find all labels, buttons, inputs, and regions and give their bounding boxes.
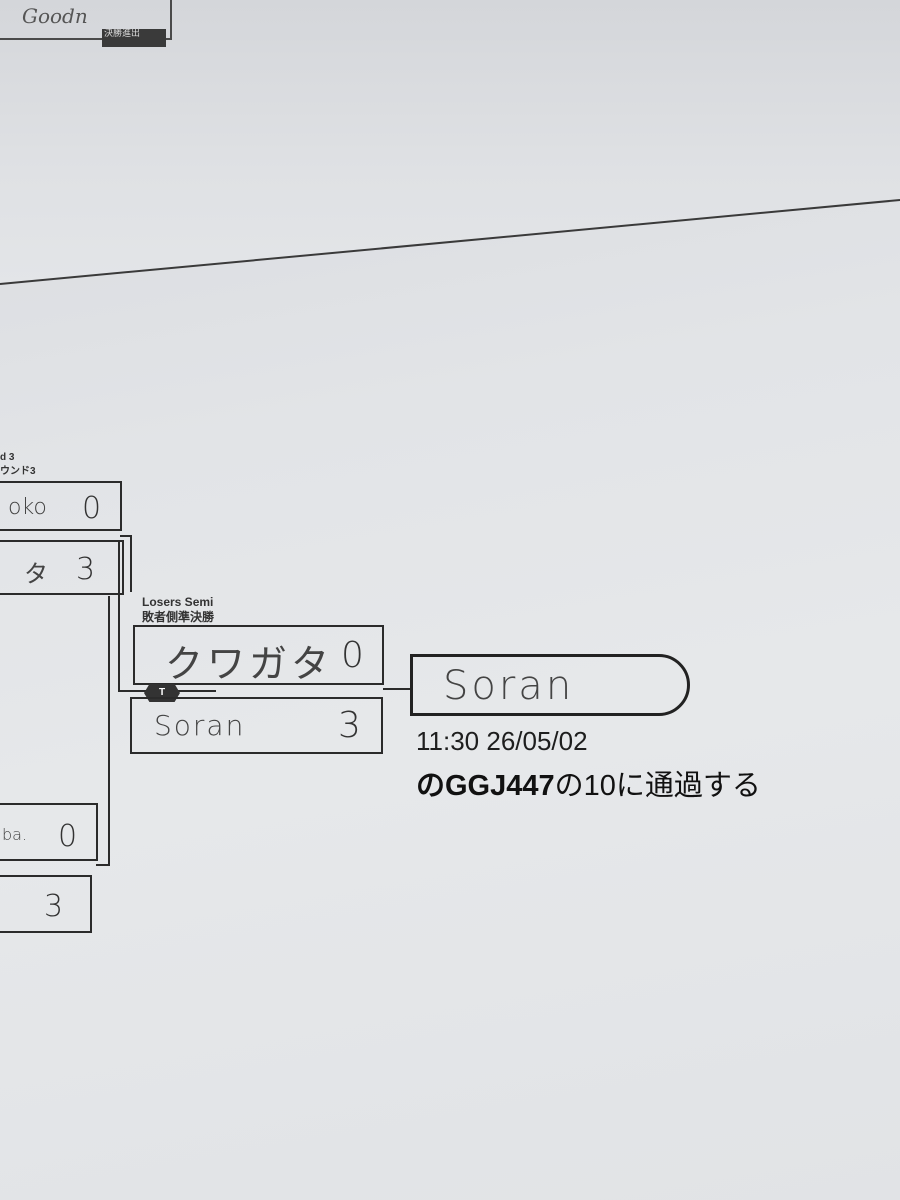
top-partial-box: Goodn bbox=[0, 0, 172, 40]
losers-semi-label-ja: 敗者側準決勝 bbox=[142, 610, 215, 624]
bracket-line bbox=[108, 596, 110, 866]
round3-match2-bottom-box: 3 bbox=[0, 875, 92, 933]
losers-semi-bottom-box: Soran 3 bbox=[130, 697, 383, 754]
losers-semi-bottom-score: 3 bbox=[338, 705, 361, 746]
losers-semi-top-box: クワガタ 0 bbox=[133, 625, 384, 686]
round3-label-en: d 3 bbox=[0, 452, 15, 463]
bracket-line bbox=[130, 535, 132, 592]
losers-semi-top-score: 0 bbox=[341, 635, 364, 676]
round3-match1-top-box: oko 0 bbox=[0, 481, 122, 531]
round3-match1-top-name: oko bbox=[8, 495, 47, 520]
round3-match1-top-score: 0 bbox=[82, 491, 102, 526]
top-handwritten-name: Goodn bbox=[22, 4, 88, 28]
winner-name: Soran bbox=[443, 663, 575, 709]
round3-match2-top-name: ba. bbox=[2, 825, 28, 844]
winner-box: Soran bbox=[410, 654, 690, 716]
round3-match1-bottom-box: タ 3 bbox=[0, 540, 124, 595]
advance-text: のGGJ447の10に通過する bbox=[416, 762, 761, 804]
losers-semi-label-en: Losers Semi bbox=[142, 595, 214, 609]
round3-match2-bottom-score: 3 bbox=[44, 889, 64, 924]
bracket-line bbox=[383, 688, 411, 690]
bracket-line bbox=[118, 690, 148, 692]
top-tag: 決勝進出 bbox=[102, 29, 166, 47]
bracket-line bbox=[120, 535, 132, 537]
advance-code: のGGJ447 bbox=[416, 770, 555, 802]
round3-match2-top-score: 0 bbox=[58, 819, 78, 854]
advance-rest: の10に通過する bbox=[554, 770, 761, 802]
round3-match2-top-box: ba. 0 bbox=[0, 803, 98, 861]
bracket-line bbox=[96, 864, 110, 866]
round3-match1-bottom-name: タ bbox=[24, 560, 48, 588]
match-time: 11:30 26/05/02 bbox=[416, 726, 588, 756]
bracket-line bbox=[176, 690, 216, 692]
bracket-line bbox=[118, 540, 120, 690]
round3-label-ja: ウンド3 bbox=[0, 466, 36, 477]
round3-match1-bottom-score: 3 bbox=[76, 552, 96, 587]
losers-semi-bottom-name: Soran bbox=[154, 709, 246, 742]
losers-semi-top-name: クワガタ bbox=[165, 642, 334, 686]
